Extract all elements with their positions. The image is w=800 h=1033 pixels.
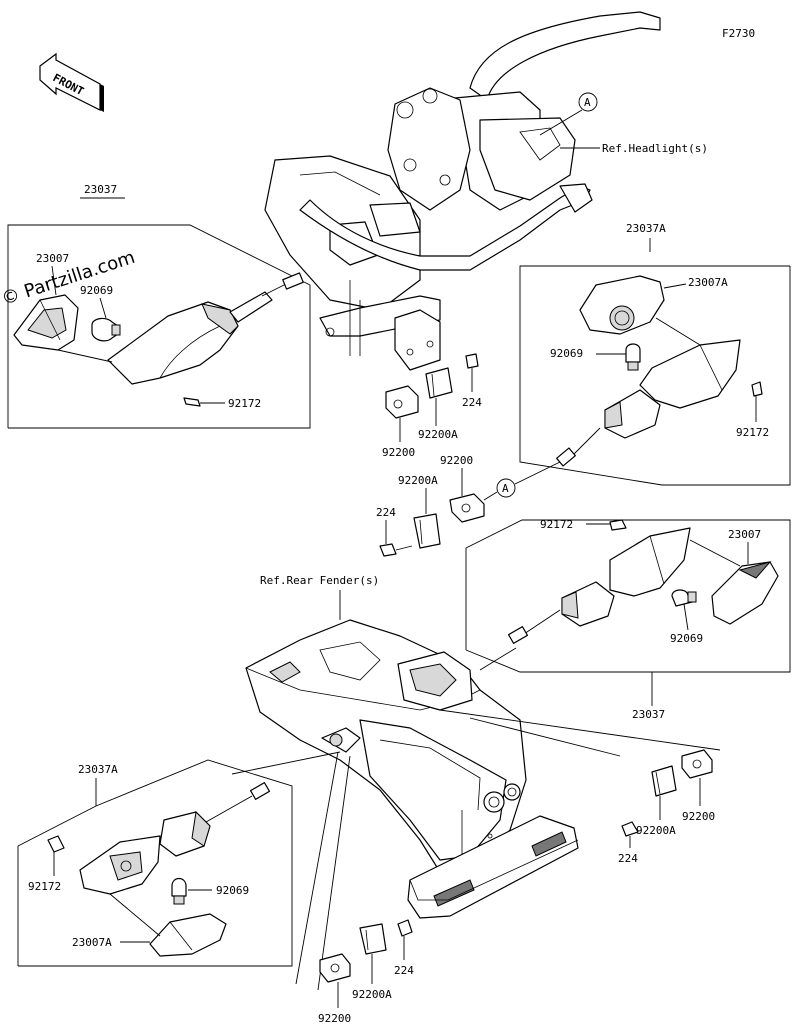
label-tr-lens: 23007A bbox=[688, 276, 728, 289]
label-bl-screw: 92172 bbox=[28, 880, 61, 893]
label-tl-lens: 23007 bbox=[36, 252, 69, 265]
label-cen-bolt-b: 224 bbox=[376, 506, 396, 519]
label-mr-assembly: 23037 bbox=[632, 708, 665, 721]
turn-signal-front-left-group: 23037 23007 92069 92172 bbox=[7, 183, 311, 429]
label-tl-screw: 92172 bbox=[228, 397, 261, 410]
label-cen-plate-b: 92200 bbox=[440, 454, 473, 467]
diagram-code: F2730 bbox=[722, 27, 755, 40]
rear-fender-assembly: Ref.Rear Fender(s) bbox=[231, 574, 721, 991]
label-tr-assembly: 23037A bbox=[626, 222, 666, 235]
label-bc-plate: 92200 bbox=[318, 1012, 351, 1025]
label-rr-plate: 92200 bbox=[682, 810, 715, 823]
label-rr-bracket: 92200A bbox=[636, 824, 676, 837]
label-mr-lens: 23007 bbox=[728, 528, 761, 541]
mounting-hardware-bottom: 224 92200A 92200 bbox=[318, 919, 414, 1025]
label-tr-bulb: 92069 bbox=[550, 347, 583, 360]
mounting-hardware-lower: 92200 92200A 224 A bbox=[376, 454, 561, 557]
label-bc-bracket: 92200A bbox=[352, 988, 392, 1001]
ref-marker-a-top-label: A bbox=[584, 96, 591, 109]
label-cen-bracket-b: 92200A bbox=[398, 474, 438, 487]
ref-marker-a-middle bbox=[496, 478, 516, 498]
front-arrow-icon: FRONT bbox=[39, 52, 104, 112]
label-mr-screw: 92172 bbox=[540, 518, 573, 531]
mounting-hardware-upper: 224 92200A 92200 bbox=[382, 353, 482, 459]
label-bl-lens: 23007A bbox=[72, 936, 112, 949]
label-mr-bulb: 92069 bbox=[670, 632, 703, 645]
label-cen-bracket-a: 92200A bbox=[418, 428, 458, 441]
mounting-hardware-rear-right: 224 92200A 92200 bbox=[618, 749, 715, 865]
label-rr-bolt: 224 bbox=[618, 852, 638, 865]
ref-rear-fender-label: Ref.Rear Fender(s) bbox=[260, 574, 379, 587]
label-cen-plate-a: 92200 bbox=[382, 446, 415, 459]
ref-marker-a-top bbox=[578, 92, 598, 112]
label-tl-assembly: 23037 bbox=[84, 183, 117, 196]
ref-headlight-label: Ref.Headlight(s) bbox=[602, 142, 708, 155]
label-bl-assembly: 23037A bbox=[78, 763, 118, 776]
turn-signal-rear-left-group: 23037A 92172 92069 23007A bbox=[17, 759, 293, 967]
ref-marker-a-middle-label: A bbox=[502, 482, 509, 495]
turn-signal-rear-right-group: 92172 23007 92069 23037 bbox=[465, 518, 791, 721]
turn-signal-front-right-group: 23037A 23007A 92069 92172 bbox=[519, 222, 791, 486]
label-tl-bulb: 92069 bbox=[80, 284, 113, 297]
label-tr-screw: 92172 bbox=[736, 426, 769, 439]
label-cen-bolt-a: 224 bbox=[462, 396, 482, 409]
label-bc-bolt: 224 bbox=[394, 964, 414, 977]
label-bl-bulb: 92069 bbox=[216, 884, 249, 897]
